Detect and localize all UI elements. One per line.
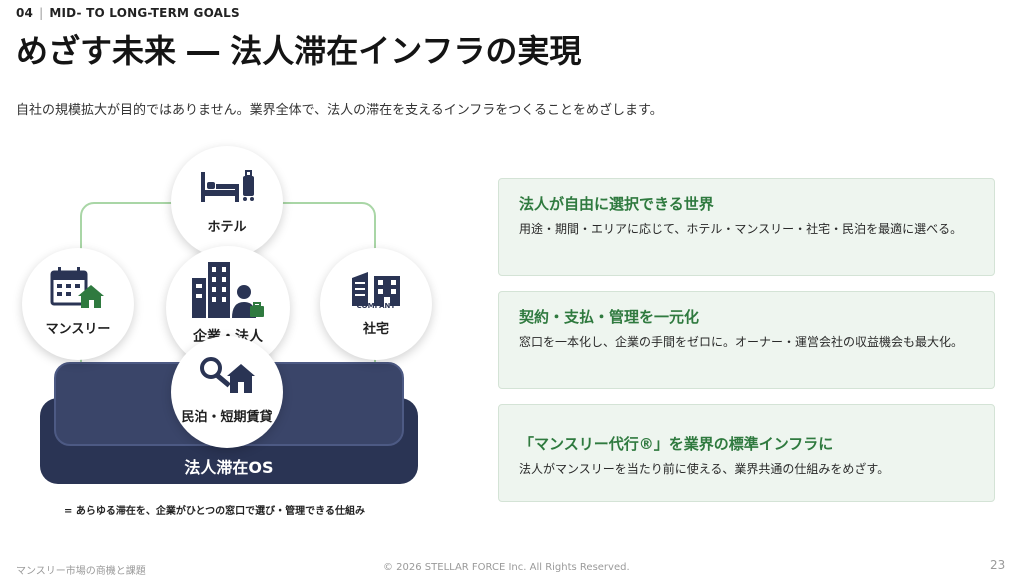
card-body: 用途・期間・エリアに応じて、ホテル・マンスリー・社宅・民泊を最適に選べる。: [519, 222, 963, 236]
minpaku-label: 民泊・短期賃貸: [181, 410, 273, 425]
goal-card: 「マンスリー代行®」を業界の標準インフラに 法人がマンスリーを当たり前に使える、…: [498, 404, 995, 502]
section-divider: |: [39, 6, 44, 20]
card-title: 「マンスリー代行®」を業界の標準インフラに: [519, 435, 834, 453]
minpaku-node: 民泊・短期賃貸: [171, 336, 283, 448]
company-building-icon: [352, 272, 400, 306]
footer-section-title: マンスリー市場の商機と課題: [16, 566, 146, 577]
card-title: 契約・支払・管理を一元化: [519, 308, 700, 326]
lead-text: 自社の規模拡大が目的ではありません。業界全体で、法人の滞在を支えるインフラをつく…: [16, 103, 663, 118]
stay-infrastructure-diagram: 法人滞在OS ホテル マンスリー: [22, 140, 432, 530]
goal-card: 法人が自由に選択できる世界 用途・期間・エリアに応じて、ホテル・マンスリー・社宅…: [498, 178, 995, 276]
office-building-person-icon: [192, 262, 264, 318]
card-title: 法人が自由に選択できる世界: [519, 195, 714, 213]
section-name: MID- TO LONG-TERM GOALS: [49, 6, 240, 20]
goal-card: 契約・支払・管理を一元化 窓口を一本化し、企業の手間をゼロに。オーナー・運営会社…: [498, 291, 995, 389]
calendar-house-icon: [50, 267, 104, 308]
diagram-footnote: = あらゆる滞在を、企業がひとつの窓口で選び・管理できる仕組み: [64, 506, 365, 517]
page-number: 23: [990, 558, 1006, 572]
monthly-node: マンスリー: [22, 248, 134, 360]
page-title: めざす未来 ― 法人滞在インフラの実現: [16, 32, 582, 70]
card-body: 法人がマンスリーを当たり前に使える、業界共通の仕組みをめざす。: [519, 462, 890, 476]
company-sign: COMPANY: [356, 302, 396, 310]
section-number: 04: [16, 6, 34, 20]
section-label: 04 | MID- TO LONG-TERM GOALS: [16, 6, 240, 20]
company-housing-node: COMPANY 社宅: [320, 248, 432, 360]
platform-label: 法人滞在OS: [184, 458, 274, 477]
card-body: 窓口を一本化し、企業の手間をゼロに。オーナー・運営会社の収益機会も最大化。: [519, 335, 964, 349]
key-house-icon: [200, 357, 255, 393]
bed-luggage-icon: [201, 170, 254, 202]
monthly-label: マンスリー: [45, 322, 111, 337]
company-housing-label: 社宅: [362, 322, 389, 337]
hotel-label: ホテル: [207, 220, 247, 235]
copyright: © 2026 STELLAR FORCE Inc. All Rights Res…: [383, 562, 630, 573]
hotel-node: ホテル: [171, 146, 283, 258]
